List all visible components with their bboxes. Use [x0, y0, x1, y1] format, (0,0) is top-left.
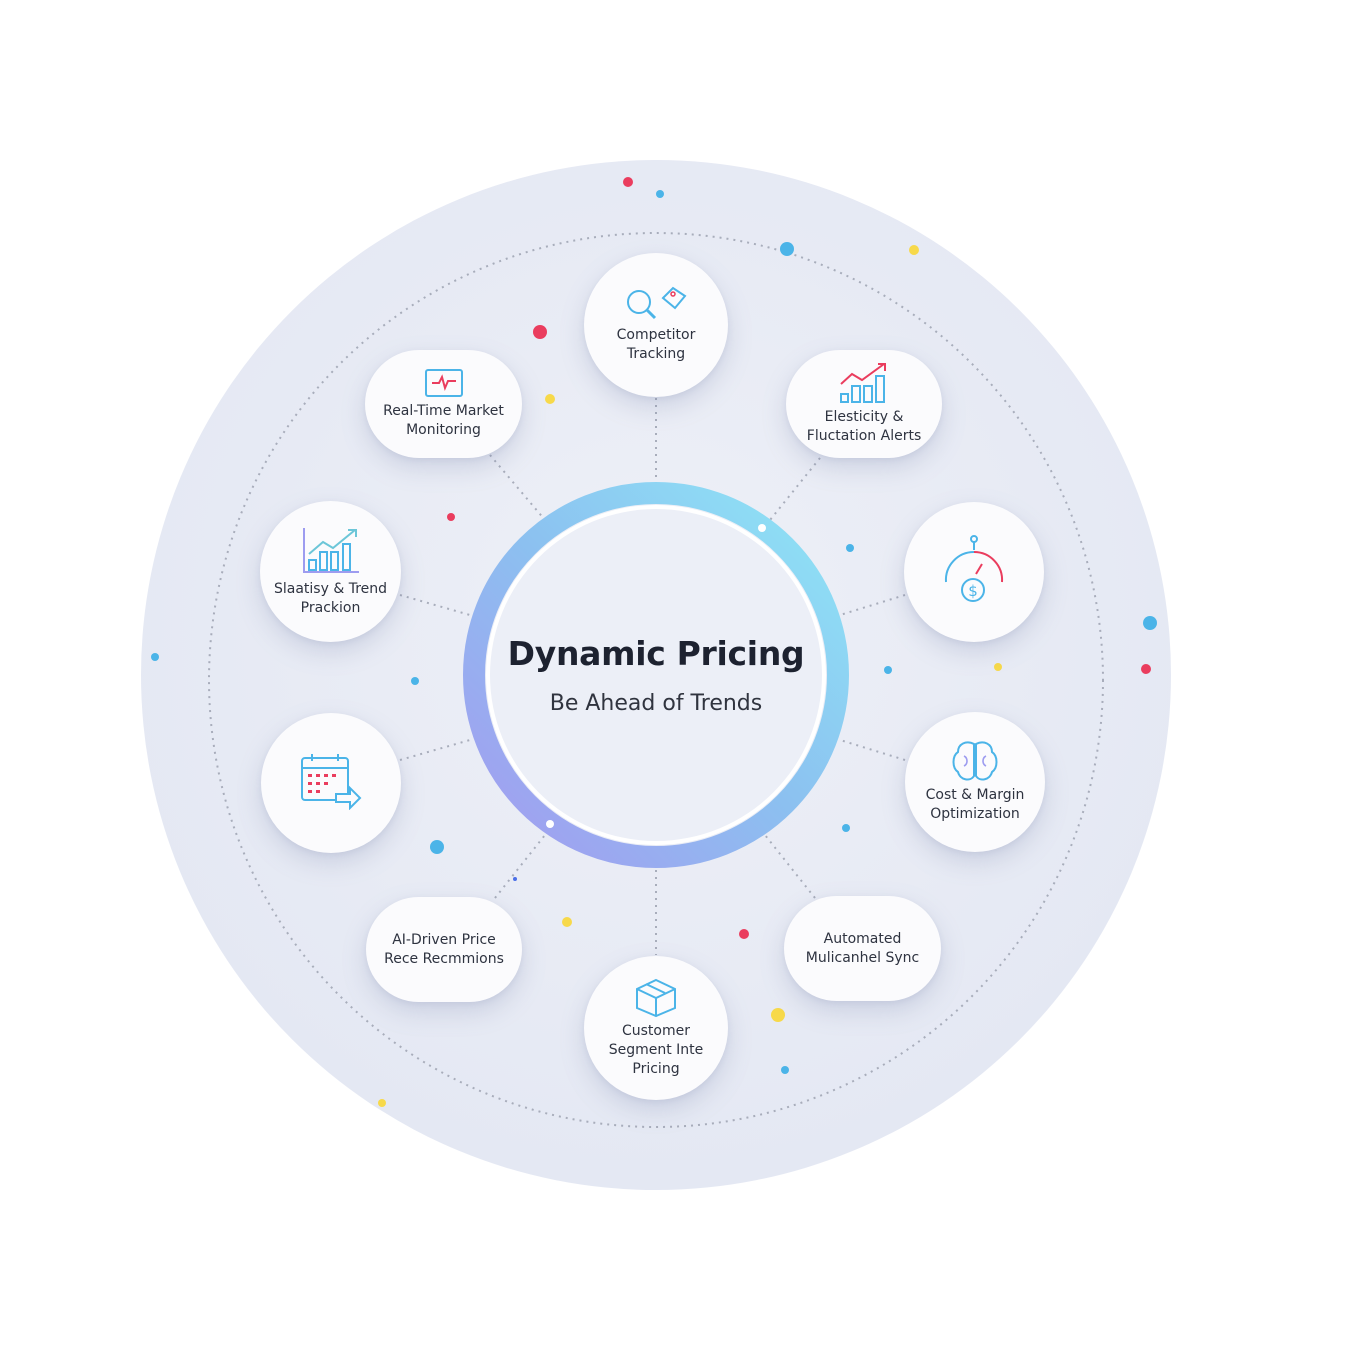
bar-chart-growth-icon [302, 527, 359, 573]
center-subtitle: Be Ahead of Trends [549, 691, 763, 716]
node-elasticity-alerts[interactable]: Elesticity & Fluctation Alerts [786, 350, 942, 458]
gauge-dollar-icon: $ [944, 535, 1004, 602]
svg-text:$: $ [968, 582, 978, 600]
node-automated-multichannel-sync[interactable]: Automated Mulicanhel Sync [784, 896, 941, 1001]
center-ring [463, 482, 849, 868]
node-label: Real-Time Market Monitoring [383, 403, 504, 438]
node-competitor-tracking[interactable]: Competitor Tracking [584, 253, 728, 397]
node-label: Competitor Tracking [616, 327, 696, 362]
node-calendar[interactable] [261, 713, 401, 853]
bar-chart-trend-icon [840, 363, 886, 403]
magnifier-tag-icon [627, 286, 687, 320]
node-label: AI-Driven Price Rece Recmmions [384, 931, 504, 967]
node-label: Customer Segment Inte Pricing [608, 1022, 704, 1077]
node-label: Elesticity & Fluctation Alerts [806, 409, 922, 444]
node-statistics-trend-prediction[interactable]: Slaatisy & Trend Prackion [260, 501, 401, 642]
center-title: Dynamic Pricing [507, 634, 805, 673]
decorative-dots [151, 177, 1157, 1107]
node-real-time-market-monitoring[interactable]: Real-Time Market Monitoring [365, 350, 522, 458]
dotted-orbit [208, 232, 1104, 1128]
center-hub: Dynamic Pricing Be Ahead of Trends [486, 505, 826, 845]
node-cost-margin-optimization[interactable]: Cost & Margin Optimization [905, 712, 1045, 852]
heartbeat-monitor-icon [424, 369, 463, 397]
node-customer-segment-pricing[interactable]: Customer Segment Inte Pricing [584, 956, 728, 1100]
node-label: Cost & Margin Optimization [925, 787, 1025, 822]
node-label: Automated Mulicanhel Sync [805, 930, 920, 966]
connector-lines [399, 398, 906, 955]
calendar-arrow-icon [301, 754, 362, 810]
node-label: Slaatisy & Trend Prackion [273, 580, 388, 616]
box-icon [636, 978, 676, 1017]
node-pricing-gauge[interactable]: $ [904, 502, 1044, 642]
brain-icon [952, 741, 998, 781]
node-ai-driven-price-recommendations[interactable]: AI-Driven Price Rece Recmmions [366, 897, 522, 1002]
